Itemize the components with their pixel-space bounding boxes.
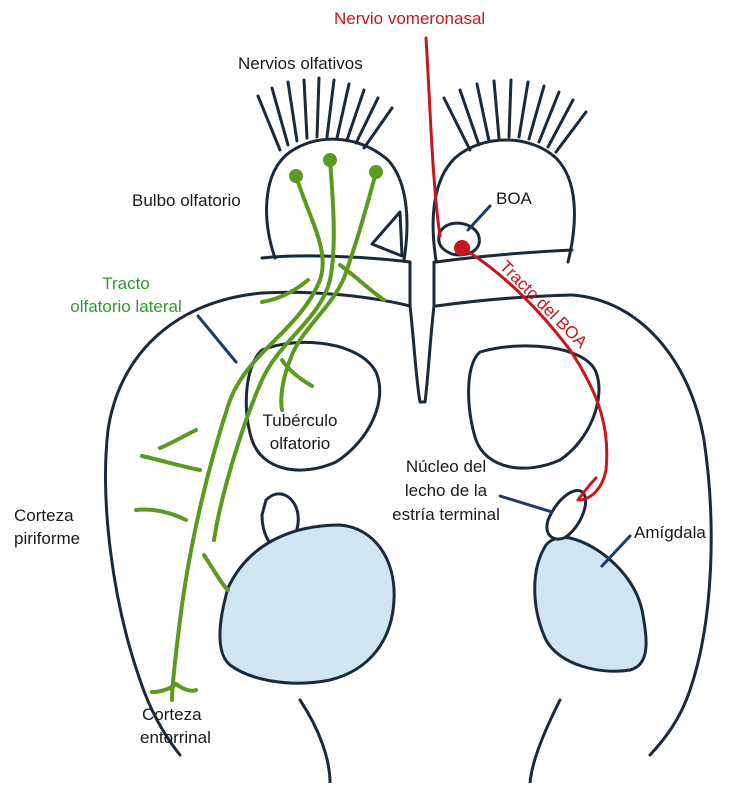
label-tracto-lateral-line1: Tracto — [52, 273, 200, 294]
left-olfactory-bulb — [267, 139, 407, 260]
label-nucleo-line1: Núcleo del — [378, 456, 514, 477]
hemisphere-outline — [106, 293, 262, 755]
label-nervios-olfativos: Nervios olfativos — [238, 53, 363, 74]
label-corteza-entorrinal-line1: Corteza — [142, 704, 202, 725]
label-tuberculo-line2: olfatorio — [252, 433, 348, 454]
label-bulbo-olfatorio: Bulbo olfatorio — [132, 190, 241, 211]
label-corteza-entorrinal-line2: entorrinal — [140, 727, 211, 748]
label-nucleo-line3: estría terminal — [378, 504, 514, 525]
label-amigdala: Amígdala — [634, 522, 706, 543]
glomerulus-dot — [289, 169, 303, 183]
label-corteza-piriforme-line1: Corteza — [14, 505, 74, 526]
label-nervio-vomeronasal: Nervio vomeronasal — [334, 8, 485, 29]
boa-red-dot — [454, 240, 470, 256]
glomerulus-dot — [323, 153, 337, 167]
glomerulus-dot — [369, 165, 383, 179]
right-amygdala — [535, 537, 646, 671]
label-tuberculo-line1: Tubérculo — [252, 410, 348, 431]
label-boa: BOA — [496, 188, 532, 209]
label-corteza-piriforme-line2: piriforme — [14, 528, 80, 549]
left-amygdala — [220, 525, 394, 683]
label-tracto-lateral-line2: olfatorio lateral — [52, 296, 200, 317]
label-nucleo-line2: lecho de la — [378, 480, 514, 501]
